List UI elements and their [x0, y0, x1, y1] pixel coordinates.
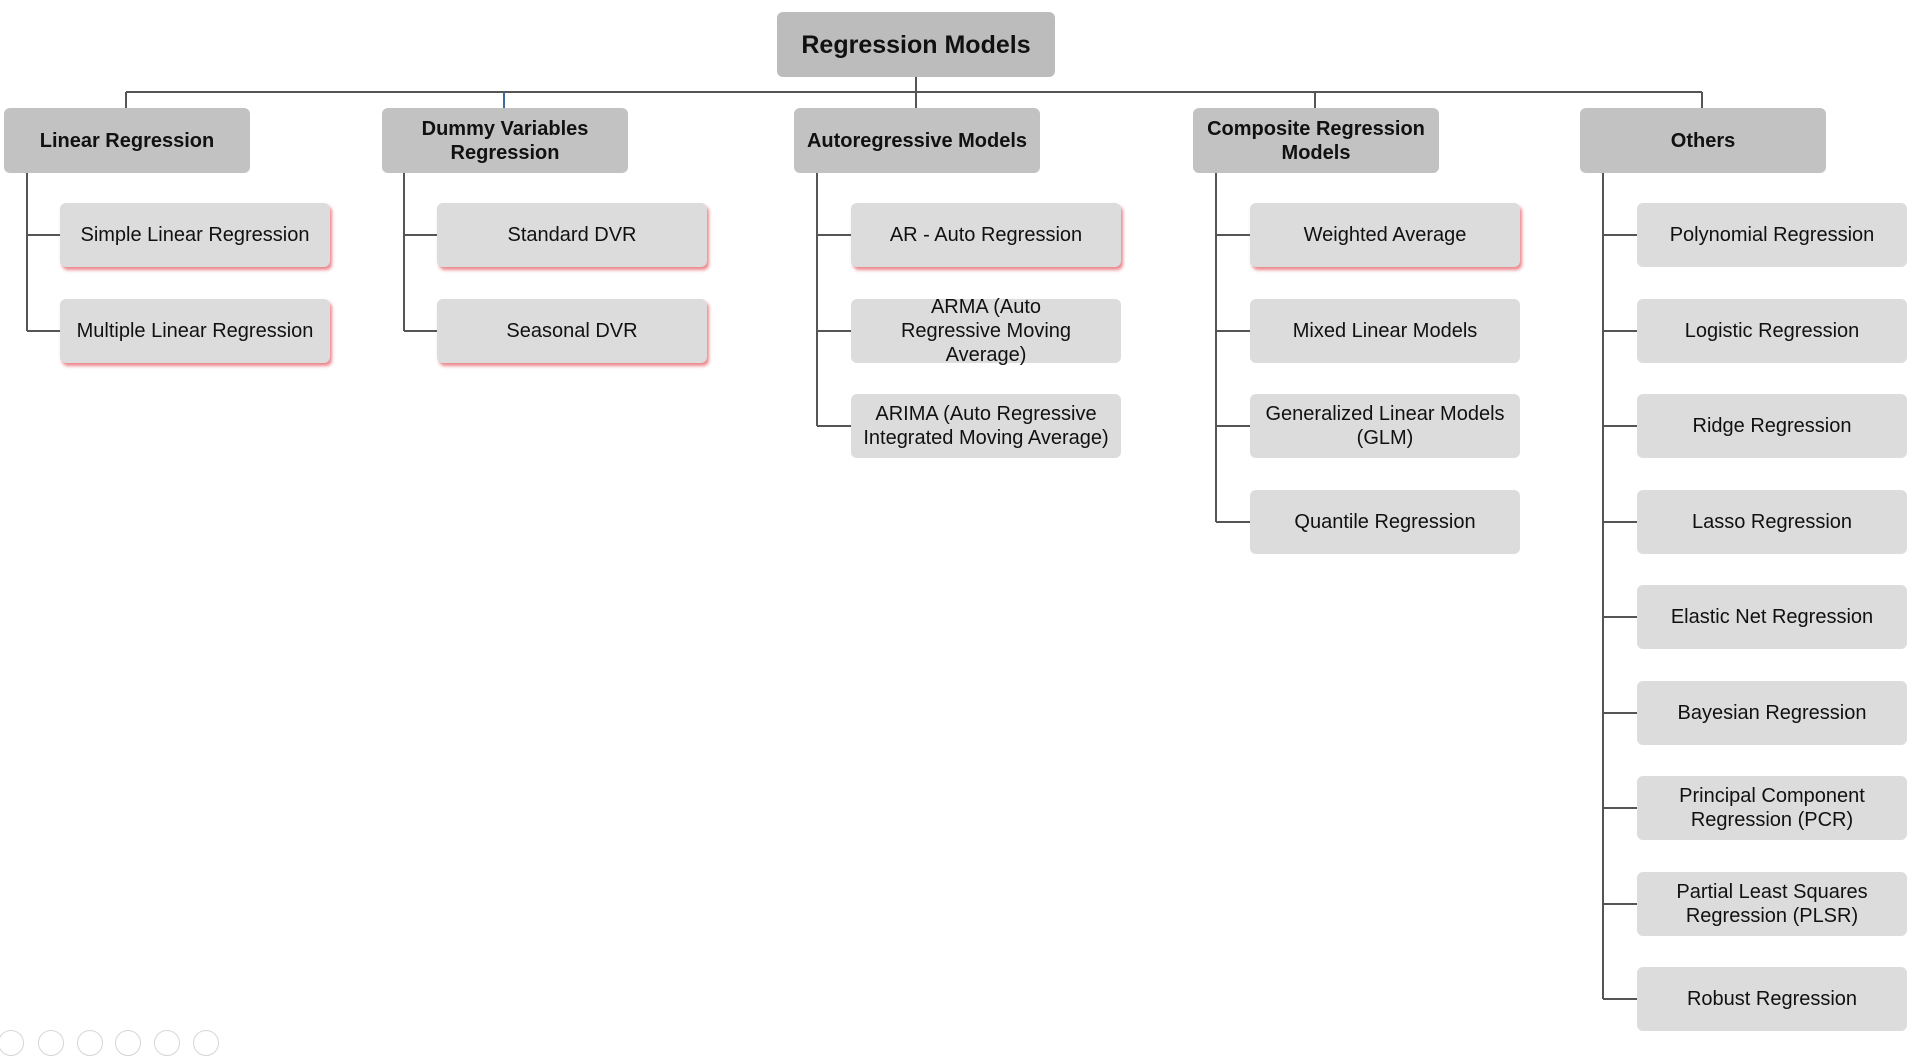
item-multiple-linear-regression: Multiple Linear Regression — [60, 299, 330, 363]
item-simple-linear-regression: Simple Linear Regression — [60, 203, 330, 267]
item-mixed-linear-models: Mixed Linear Models — [1250, 299, 1520, 363]
item-glm: Generalized Linear Models (GLM) — [1250, 394, 1520, 458]
item-logistic-regression: Logistic Regression — [1637, 299, 1907, 363]
item-elastic-net-regression: Elastic Net Regression — [1637, 585, 1907, 649]
item-arma: ARMA (Auto Regressive Moving Average) — [851, 296, 1121, 366]
slides-grid-icon[interactable] — [115, 1030, 141, 1056]
category-composite-regression-models: Composite Regression Models — [1193, 108, 1439, 173]
nav-previous-icon[interactable] — [0, 1030, 24, 1056]
item-ar: AR - Auto Regression — [851, 203, 1121, 267]
item-lasso-regression: Lasso Regression — [1637, 490, 1907, 554]
item-seasonal-dvr: Seasonal DVR — [437, 299, 707, 363]
item-arima: ARIMA (Auto Regressive Integrated Moving… — [851, 394, 1121, 458]
item-weighted-average: Weighted Average — [1250, 203, 1520, 267]
more-options-icon[interactable] — [193, 1030, 219, 1056]
category-autoregressive-models: Autoregressive Models — [794, 108, 1040, 173]
category-dummy-variables-regression: Dummy Variables Regression — [382, 108, 628, 173]
nav-next-icon[interactable] — [38, 1030, 64, 1056]
item-bayesian-regression: Bayesian Regression — [1637, 681, 1907, 745]
pen-icon[interactable] — [77, 1030, 103, 1056]
category-linear-regression: Linear Regression — [4, 108, 250, 173]
item-polynomial-regression: Polynomial Regression — [1637, 203, 1907, 267]
root-node: Regression Models — [777, 12, 1055, 77]
item-plsr: Partial Least Squares Regression (PLSR) — [1637, 872, 1907, 936]
item-pcr: Principal Component Regression (PCR) — [1637, 776, 1907, 840]
item-ridge-regression: Ridge Regression — [1637, 394, 1907, 458]
zoom-icon[interactable] — [154, 1030, 180, 1056]
category-others: Others — [1580, 108, 1826, 173]
item-robust-regression: Robust Regression — [1637, 967, 1907, 1031]
item-standard-dvr: Standard DVR — [437, 203, 707, 267]
item-quantile-regression: Quantile Regression — [1250, 490, 1520, 554]
